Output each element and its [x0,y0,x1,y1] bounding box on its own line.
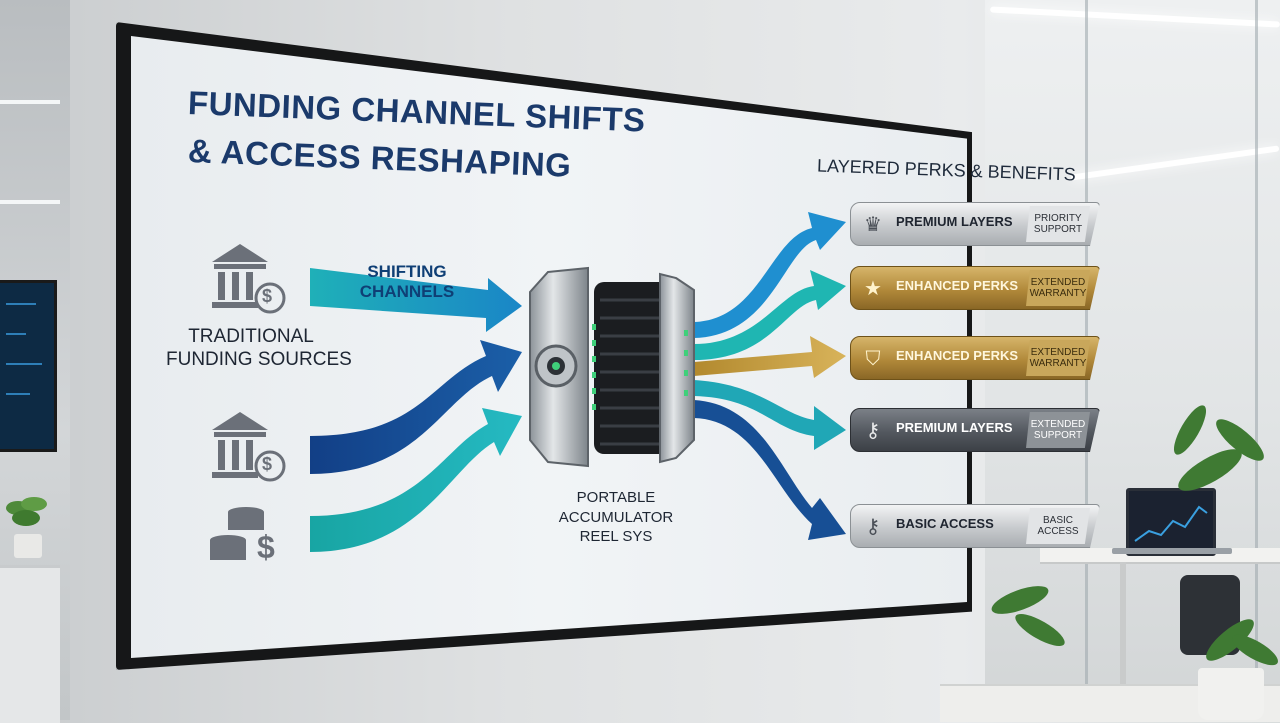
perk-name: PREMIUM LAYERS [896,420,1013,435]
output-arrow-5 [694,400,846,540]
dollar-icon: $ [257,529,275,565]
output-arrow-2 [694,270,846,360]
output-arrow-3 [694,336,846,378]
shield-icon: ⛉ [865,346,881,370]
aqua-input-arrow [310,408,522,552]
ceiling-light-strip [0,100,60,104]
bank-icon [212,412,286,482]
desk-leg [1120,562,1126,720]
potted-plant [6,497,47,558]
monitor-line [6,303,36,305]
device-label-line1: PORTABLE [576,489,656,506]
star-icon: ★ [864,276,882,300]
crown-icon: ♛ [864,212,882,236]
laptop-chart [1134,505,1208,542]
sources-label-line1: TRADITIONAL [188,326,314,347]
perk-name: BASIC ACCESS [896,516,994,531]
perk-detail: PRIORITY SUPPORT [1026,206,1090,242]
output-arrow-1 [694,212,846,338]
plant-pot [1198,668,1264,720]
monitor-line [6,333,26,335]
device-label-line2: ACCUMULATOR [558,508,674,526]
key-icon: ⚷ [865,418,881,442]
perk-card-enhanced-1: ★ ENHANCED PERKS EXTENDED WARRANTY [850,266,1100,310]
device-label: PORTABLE ACCUMULATOR REEL SYS [556,488,676,547]
key-icon: ⚷ [865,514,881,538]
perk-detail: EXTENDED SUPPORT [1026,412,1090,448]
perk-name: PREMIUM LAYERS [896,214,1013,229]
coins-icon [210,507,264,560]
reel-device [529,266,695,468]
monitor-line [6,363,42,365]
perk-card-enhanced-2: ⛉ ENHANCED PERKS EXTENDED WARRANTY [850,336,1100,380]
perk-detail: EXTENDED WARRANTY [1026,340,1090,376]
dollar-icon: $ [262,454,273,474]
shifting-channels-label: SHIFTING CHANNELS [352,262,462,303]
glass-partition [1255,0,1258,720]
perk-name: ENHANCED PERKS [896,348,1019,363]
dollar-icon: $ [262,286,273,306]
perk-card-premium-extended: ⚷ PREMIUM LAYERS EXTENDED SUPPORT [850,408,1100,452]
sources-label-line2: FUNDING SOURCES [166,348,352,370]
traditional-sources-label: TRADITIONAL FUNDING SOURCES [166,326,352,372]
laptop [1126,488,1216,556]
perk-card-basic-access: ⚷ BASIC ACCESS BASIC ACCESS [850,504,1100,548]
wall-monitor [0,280,57,452]
output-arrow-4 [694,380,846,450]
perk-detail: BASIC ACCESS [1026,508,1090,544]
perk-detail: EXTENDED WARRANTY [1026,270,1090,306]
perk-name: ENHANCED PERKS [896,278,1019,293]
shift-label-line1: SHIFTING [367,262,447,281]
monitor-line [6,393,30,395]
side-counter [0,565,60,723]
bank-icon [212,244,286,314]
shifting-channel-arrow [310,268,522,332]
shift-label-line2: CHANNELS [359,282,455,302]
device-label-line3: REEL SYS [579,528,653,545]
laptop-base [1112,548,1232,554]
perk-card-premium-priority: ♛ PREMIUM LAYERS PRIORITY SUPPORT [850,202,1100,246]
navy-input-arrow [310,340,522,474]
ceiling-light-strip [0,200,60,204]
